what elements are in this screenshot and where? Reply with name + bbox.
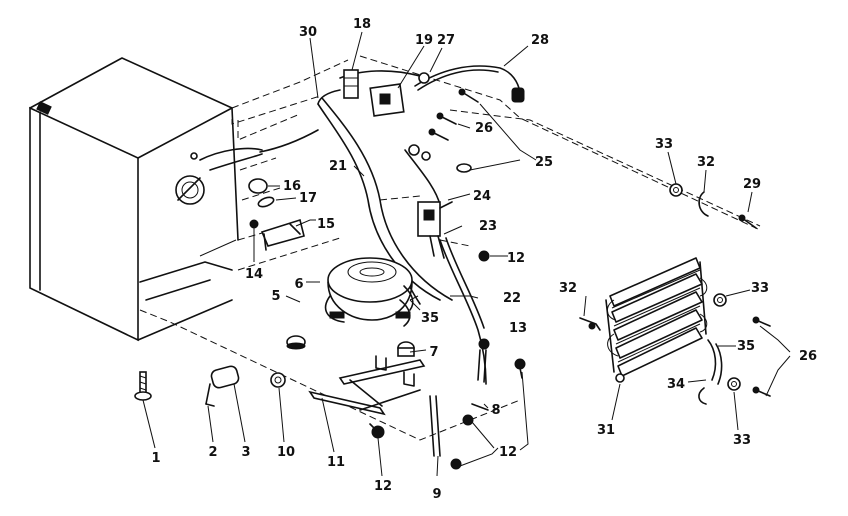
- control-box: [343, 69, 525, 117]
- callout-35-right: 35: [737, 339, 755, 354]
- callout-25: 25: [535, 155, 553, 170]
- callout-11: 11: [327, 455, 345, 470]
- callout-7: 7: [429, 345, 438, 360]
- callout-28: 28: [531, 33, 549, 48]
- callout-24: 24: [473, 189, 491, 204]
- callout-12-mid: 12: [507, 251, 525, 266]
- callout-33-bottom: 33: [733, 433, 751, 448]
- callout-16: 16: [283, 179, 301, 194]
- callout-26-top: 26: [475, 121, 493, 136]
- callout-32-left: 32: [559, 281, 577, 296]
- tubing: [199, 65, 521, 385]
- callout-18: 18: [353, 17, 371, 32]
- callout-10: 10: [277, 445, 295, 460]
- callout-31: 31: [597, 423, 615, 438]
- screws-top: [408, 88, 479, 173]
- callout-labels: 1 2 3 10 11 12 9 12 8 7 13 5 6 35 22 12 …: [151, 17, 817, 502]
- callout-23: 23: [479, 219, 497, 234]
- callout-13: 13: [509, 321, 527, 336]
- small-parts-left: [248, 178, 305, 251]
- callout-6: 6: [294, 277, 303, 292]
- compressor: [324, 257, 414, 327]
- callout-12-bottom: 12: [374, 479, 392, 494]
- callout-26-right: 26: [799, 349, 817, 364]
- callout-8: 8: [491, 403, 500, 418]
- hardware-bottom-left: [134, 365, 286, 407]
- callout-14: 14: [245, 267, 263, 282]
- leader-lines: [142, 31, 791, 477]
- callout-9: 9: [432, 487, 441, 502]
- callout-35-left: 35: [421, 311, 439, 326]
- callout-22: 22: [503, 291, 521, 306]
- callout-15: 15: [317, 217, 335, 232]
- callout-33-right: 33: [751, 281, 769, 296]
- callout-19: 19: [415, 33, 433, 48]
- cabinet: [29, 57, 239, 342]
- condenser: [605, 257, 708, 383]
- callout-33-top: 33: [655, 137, 673, 152]
- relay: [417, 201, 490, 262]
- condenser-hardware: [579, 183, 771, 405]
- base-bracket: [308, 338, 526, 470]
- callout-2: 2: [208, 445, 217, 460]
- callout-17: 17: [299, 191, 317, 206]
- callout-12-right: 12: [499, 445, 517, 460]
- assembly-outline: [139, 55, 761, 441]
- callout-1: 1: [151, 451, 160, 466]
- callout-21: 21: [329, 159, 347, 174]
- grommets: [286, 335, 415, 357]
- callout-30: 30: [299, 25, 317, 40]
- callout-3: 3: [241, 445, 250, 460]
- callout-5: 5: [271, 289, 280, 304]
- callout-29: 29: [743, 177, 761, 192]
- callout-27: 27: [437, 33, 455, 48]
- callout-34: 34: [667, 377, 685, 392]
- callout-32-top: 32: [697, 155, 715, 170]
